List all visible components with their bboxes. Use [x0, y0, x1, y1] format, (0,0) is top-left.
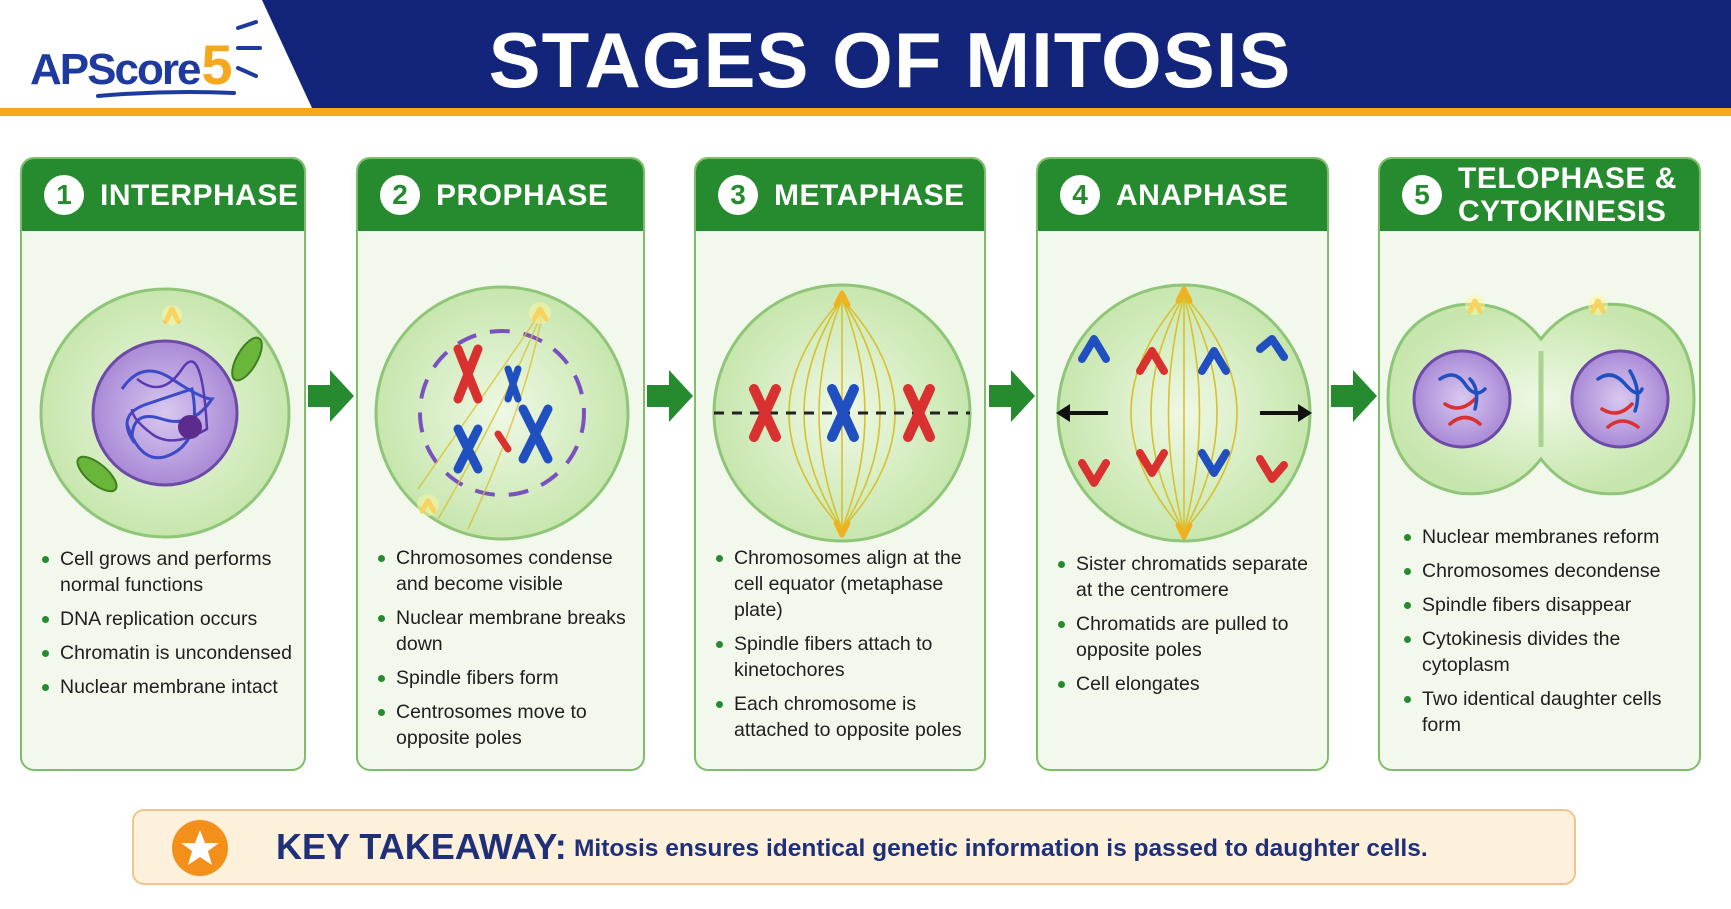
centrosome-icon — [1175, 522, 1193, 540]
logo-number: 5 — [201, 33, 232, 96]
stage-panel-prophase: 2 PROPHASE Chromosomes condense and beco… — [356, 157, 645, 771]
right-arrow-icon — [1331, 370, 1377, 422]
stage-number: 1 — [44, 175, 84, 215]
key-takeaway-box: KEY TAKEAWAY: Mitosis ensures identical … — [132, 809, 1576, 885]
prophase-cell-diagram — [374, 285, 630, 541]
right-arrow-icon — [647, 370, 693, 422]
centrosome-icon — [1465, 295, 1485, 315]
metaphase-cell-diagram — [712, 283, 972, 543]
centrosome-icon — [529, 302, 551, 324]
stage-title: ANAPHASE — [1116, 178, 1289, 212]
logo[interactable]: APScore5 — [30, 32, 233, 96]
bullet-item: Two identical daughter cells form — [1402, 686, 1689, 738]
bullet-item: Centrosomes move to opposite poles — [376, 699, 633, 751]
bullet-item: Cytokinesis divides the cytoplasm — [1402, 626, 1689, 678]
bullet-item: Chromatids are pulled to opposite poles — [1056, 611, 1317, 663]
page-title: STAGES OF MITOSIS — [488, 16, 1292, 104]
stage-header: 2 PROPHASE — [358, 159, 643, 231]
stage-panel-metaphase: 3 METAPHASE Chromosomes align at the cel… — [694, 157, 986, 771]
bullet-item: DNA replication occurs — [40, 606, 294, 632]
stage-header: 1 INTERPHASE — [22, 159, 304, 231]
interphase-cell-diagram — [39, 287, 291, 539]
header: APScore5 STAGES OF MITOSIS — [0, 0, 1731, 116]
centrosome-icon — [162, 305, 182, 325]
bullet-item: Cell elongates — [1056, 671, 1317, 697]
double-arrow-icon — [1056, 404, 1312, 422]
bullet-item: Chromosomes align at the cell equator (m… — [714, 545, 974, 623]
right-arrow-icon — [308, 370, 354, 422]
bullet-item: Spindle fibers attach to kinetochores — [714, 631, 974, 683]
stage-bullet-list: Chromosomes align at the cell equator (m… — [714, 545, 974, 751]
bullet-item: Spindle fibers disappear — [1402, 592, 1689, 618]
stage-bullet-list: Chromosomes condense and become visible … — [376, 545, 633, 759]
key-takeaway-text: Mitosis ensures identical genetic inform… — [574, 835, 1428, 862]
centrosome-icon — [833, 290, 851, 308]
stage-bullet-list: Sister chromatids separate at the centro… — [1056, 551, 1317, 705]
stage-number: 4 — [1060, 175, 1100, 215]
stage-number: 3 — [718, 175, 758, 215]
bullet-item: Chromosomes decondense — [1402, 558, 1689, 584]
stage-number: 5 — [1402, 175, 1442, 215]
star-icon — [172, 820, 228, 876]
centrosome-icon — [1588, 295, 1608, 315]
logo-underline — [96, 90, 236, 98]
anaphase-cell-diagram — [1056, 283, 1312, 543]
logo-spark-icon — [236, 20, 262, 78]
stage-bullet-list: Nuclear membranes reform Chromosomes dec… — [1402, 524, 1689, 746]
bullet-item: Nuclear membranes reform — [1402, 524, 1689, 550]
centrosome-icon — [833, 520, 851, 538]
bullet-item: Each chromosome is attached to opposite … — [714, 691, 974, 743]
bullet-item: Chromosomes condense and become visible — [376, 545, 633, 597]
bullet-item: Nuclear membrane breaks down — [376, 605, 633, 657]
bullet-item: Cell grows and performs normal functions — [40, 546, 294, 598]
stage-header: 3 METAPHASE — [696, 159, 984, 231]
stage-title: METAPHASE — [774, 178, 965, 212]
stage-title: PROPHASE — [436, 178, 609, 212]
bullet-item: Sister chromatids separate at the centro… — [1056, 551, 1317, 603]
stage-panel-anaphase: 4 ANAPHASE — [1036, 157, 1329, 771]
right-arrow-icon — [989, 370, 1035, 422]
bullet-item: Chromatin is uncondensed — [40, 640, 294, 666]
telophase-cell-diagram — [1386, 295, 1696, 496]
stage-panel-telophase: 5 TELOPHASE & CYTOKINESIS Nuclear membra… — [1378, 157, 1701, 771]
stage-bullet-list: Cell grows and performs normal functions… — [40, 546, 294, 708]
stage-header: 4 ANAPHASE — [1038, 159, 1327, 231]
bullet-item: Spindle fibers form — [376, 665, 633, 691]
centrosome-icon — [417, 494, 439, 516]
stage-header: 5 TELOPHASE & CYTOKINESIS — [1380, 159, 1699, 231]
key-takeaway-label: KEY TAKEAWAY: — [276, 826, 567, 867]
logo-text: APScore — [30, 45, 201, 94]
stage-title: INTERPHASE — [100, 178, 299, 212]
stage-panel-interphase: 1 INTERPHASE Cell grows and performs nor… — [20, 157, 306, 771]
stage-title: TELOPHASE & CYTOKINESIS — [1458, 162, 1677, 228]
stage-number: 2 — [380, 175, 420, 215]
header-band — [0, 0, 1731, 116]
bullet-item: Nuclear membrane intact — [40, 674, 294, 700]
centrosome-icon — [1175, 286, 1193, 304]
